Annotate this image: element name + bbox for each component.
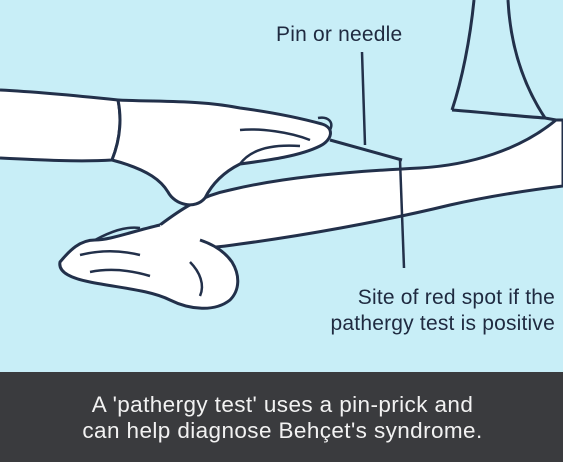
site-label-line-2: pathergy test is positive: [275, 311, 555, 337]
caption-line-1: A 'pathergy test' uses a pin-prick and: [8, 392, 557, 418]
site-label: Site of red spot if the pathergy test is…: [275, 285, 555, 337]
caption-bar: A 'pathergy test' uses a pin-prick and c…: [0, 372, 563, 462]
needle-leader-line: [362, 52, 365, 145]
illustration-panel: Pin or needle Site of red spot if the pa…: [0, 0, 563, 372]
site-label-line-1: Site of red spot if the: [275, 285, 555, 311]
caption-line-2: can help diagnose Behçet's syndrome.: [8, 418, 557, 444]
examiner-sleeve: [0, 90, 120, 161]
needle-label: Pin or needle: [276, 22, 402, 48]
patient-upper-arm: [452, 0, 545, 118]
